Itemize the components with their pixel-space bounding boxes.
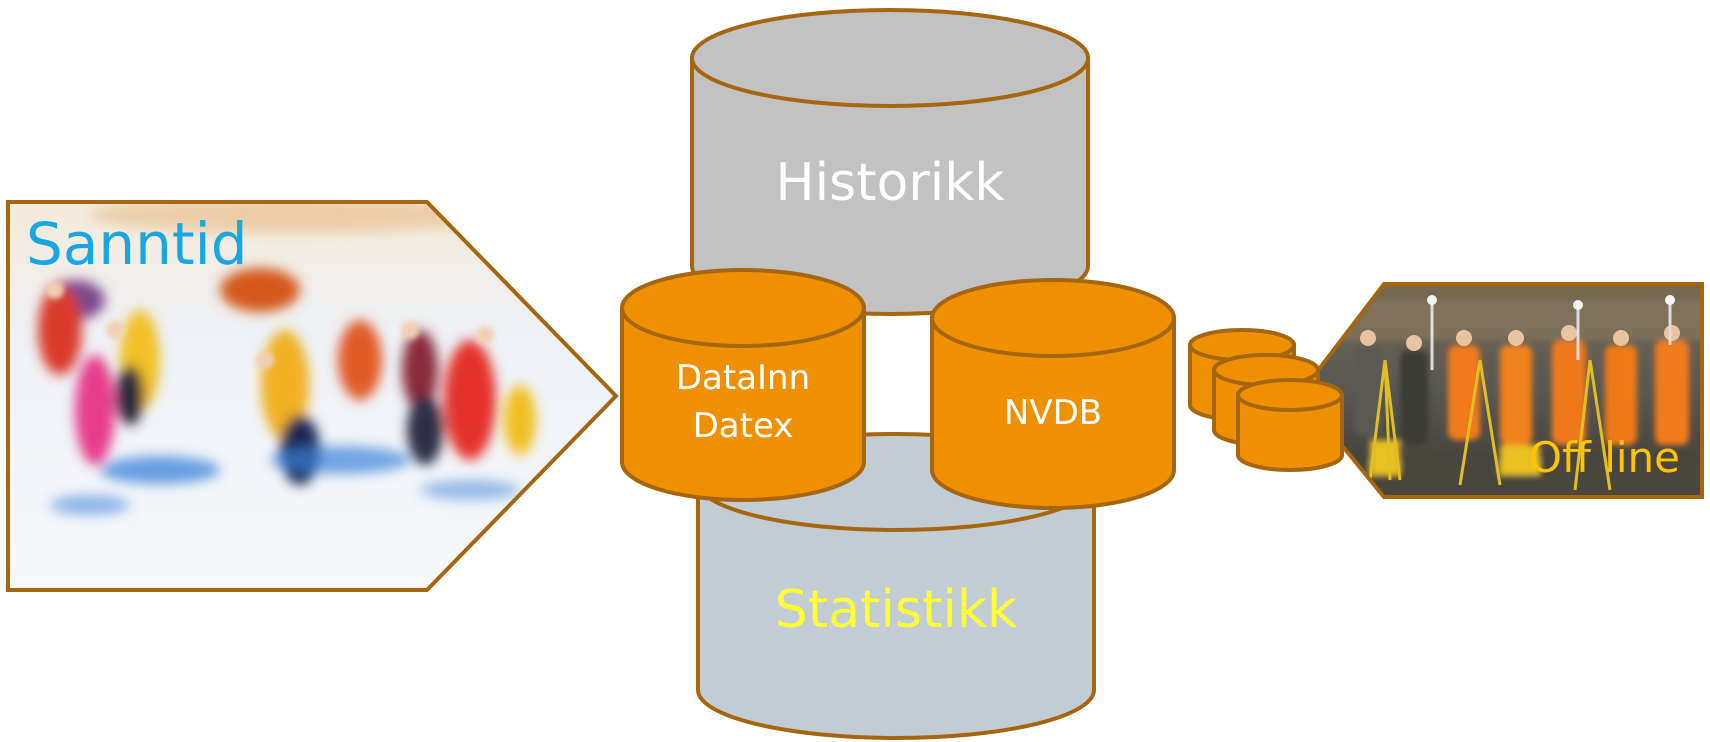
sanntid-frame: [6, 200, 619, 592]
historikk-top: [690, 8, 1090, 108]
nvdb-top: [930, 278, 1176, 358]
datainn-label-line2: Datex: [693, 406, 794, 446]
historikk-label: Historikk: [776, 153, 1005, 213]
sanntid-label: Sanntid: [26, 210, 248, 278]
small-db-3: [1236, 378, 1344, 472]
sanntid-panel: Sanntid: [6, 200, 619, 592]
nvdb-cylinder: NVDB: [930, 278, 1176, 510]
nvdb-label: NVDB: [1004, 393, 1102, 433]
survey-crew-photo: [1300, 284, 1702, 497]
datainn-label-line1: DataInn: [676, 358, 810, 398]
offline-frame: [1297, 282, 1704, 499]
datainn-top: [620, 268, 866, 348]
database-stack-icon: [1188, 328, 1344, 472]
datainn-datex-cylinder: DataInn Datex: [620, 268, 866, 502]
offline-panel: Off line: [1297, 282, 1704, 499]
offline-label: Off line: [1529, 433, 1680, 482]
statistikk-label: Statistikk: [775, 580, 1017, 640]
